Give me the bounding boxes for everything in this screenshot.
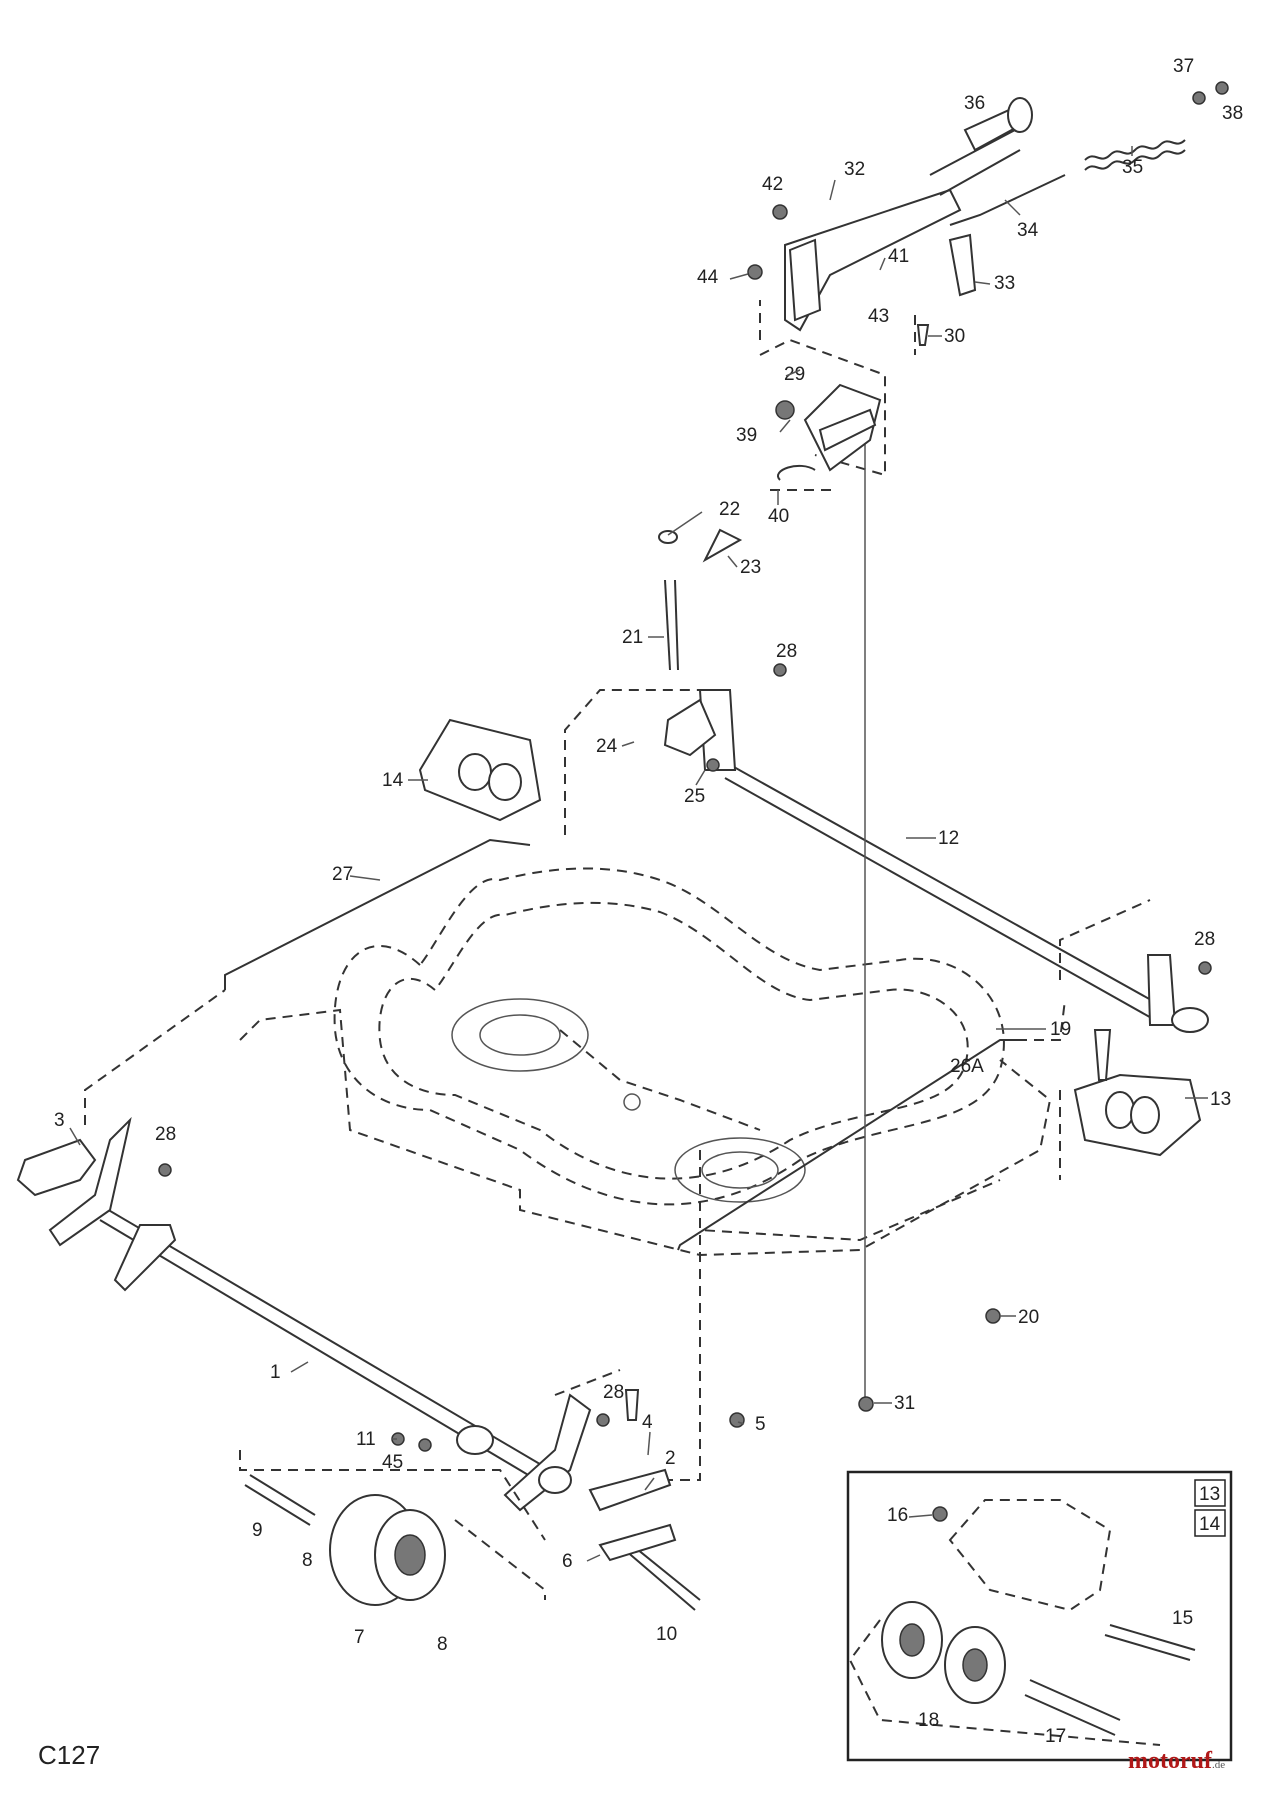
label-6: 6 [562,1551,573,1572]
bolt-10 [624,1549,696,1611]
label-18: 18 [918,1710,939,1731]
label-42: 42 [762,174,783,195]
label-20: 20 [1018,1307,1039,1328]
spring-35 [1084,139,1186,171]
label-28c: 28 [155,1124,176,1145]
label-8a: 8 [302,1550,313,1571]
inset-ref-13: 13 [1199,1484,1220,1505]
label-13: 13 [1210,1089,1231,1110]
label-7: 7 [354,1627,365,1648]
label-9: 9 [252,1520,263,1541]
hardware [158,81,1229,1452]
bracket-24 [663,698,717,757]
link-2 [588,1468,672,1512]
label-39: 39 [736,425,757,446]
label-11: 11 [356,1429,376,1450]
label-16: 16 [887,1505,908,1526]
label-2: 2 [665,1448,676,1469]
label-31: 31 [894,1393,915,1414]
rod-34 [949,174,1066,226]
link-6 [598,1523,677,1562]
label-19: 19 [1050,1019,1071,1040]
part-labels: 1 2 3 4 5 6 7 8 8 9 10 11 12 13 14 15 16… [54,56,1243,1747]
wheel-7 [329,1494,446,1606]
label-28a: 28 [776,641,797,662]
label-38: 38 [1222,103,1243,124]
label-28d: 28 [603,1382,624,1403]
label-4: 4 [642,1412,653,1433]
label-41: 41 [888,246,909,267]
bracket-3 [16,1138,97,1197]
label-12: 12 [938,828,959,849]
lever-assembly [775,97,1033,481]
label-28b: 28 [1194,929,1215,950]
watermark-suffix: .de [1211,1759,1226,1771]
bracket-13 [1073,1073,1202,1157]
shaft-12 [698,689,1209,1033]
label-34: 34 [1017,220,1039,241]
label-29: 29 [784,364,805,385]
label-3: 3 [54,1110,65,1131]
connection-lines [84,300,1151,1600]
label-45: 45 [382,1452,403,1473]
label-21: 21 [622,627,643,648]
label-43: 43 [868,306,889,327]
label-1: 1 [270,1362,281,1383]
watermark-main: motoruf [1128,1748,1212,1774]
label-44: 44 [697,267,719,288]
diagram-code: C127 [38,1740,101,1770]
inset-box [846,1470,1233,1762]
label-17: 17 [1045,1726,1066,1747]
label-27: 27 [332,864,353,885]
mower-deck [239,867,1052,1257]
label-15: 15 [1172,1608,1193,1629]
label-40: 40 [768,506,789,527]
label-26A: 26A [950,1056,984,1077]
label-30: 30 [944,326,965,347]
rod-27 [224,838,531,990]
label-24: 24 [596,736,618,757]
rod-21 [658,528,743,671]
label-10: 10 [656,1624,677,1645]
label-23: 23 [740,557,761,578]
label-32: 32 [844,159,865,180]
inset-ref-14: 14 [1199,1514,1221,1535]
label-22: 22 [719,499,740,520]
label-8b: 8 [437,1634,448,1655]
bracket-14 [418,718,542,822]
label-37: 37 [1173,56,1194,77]
leader-lines [69,146,1208,1562]
label-14: 14 [382,770,404,791]
label-5: 5 [755,1414,766,1435]
axle-9 [244,1484,311,1526]
watermark: motoruf.de [1128,1748,1225,1775]
part-33 [948,233,977,297]
label-33: 33 [994,273,1015,294]
label-36: 36 [964,93,985,114]
label-35: 35 [1122,157,1143,178]
label-25: 25 [684,786,705,807]
shaft-1 [48,1116,592,1512]
